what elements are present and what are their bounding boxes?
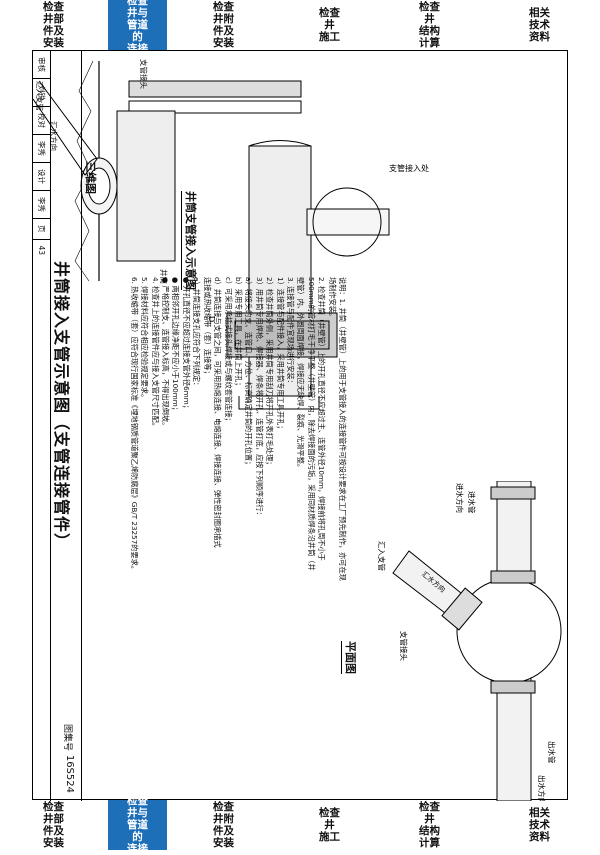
note-line: ● 两相邻开孔边缘净距不应小于100mm； [171, 277, 181, 414]
top-chapter-tabs: 检查井部件及安装 检查井与管道的连接 检查井附件及安装 检查井施工 检查井结构计… [0, 0, 600, 55]
note-line: ● 严格控制支、连管接入标高，不得出现倒坡。 [161, 277, 171, 430]
bottom-chapter-tabs: 检查井部件及安装 检查井与管道的连接 检查井附件及安装 检查井施工 检查井结构计… [0, 795, 600, 855]
review-label: 审核 [32, 51, 50, 79]
atlas-label: 图集号 [62, 723, 72, 751]
note-line: a）将接头的支、连管口、方位、标高确定井筒的开孔位置； [244, 277, 254, 469]
tab-well-structure-calc-bottom[interactable]: 检查井结构计算 [380, 800, 480, 850]
drawing-title: 井筒接入支管示意图（支管连接管件） [52, 261, 71, 551]
note-line: 1）连接管与配件接入，采用井筒专用工具开孔； [275, 277, 285, 433]
note-line: 3. 连接管与配件宜现场进行安装： [285, 277, 295, 387]
page-number: 43 [37, 245, 46, 256]
design-name: 李秀 [32, 191, 50, 219]
tab-related-tech[interactable]: 相关技术资料 [480, 0, 600, 50]
atlas-number: 16S524 [64, 754, 75, 793]
notes-block: 说明：1. 井筒（井壁管）上的用于支管接入的连接管件可按设计要求在工厂预先制作，… [128, 277, 347, 715]
note-line: 连接或热收缩带（套）连接等； [202, 277, 212, 378]
plan-branch-inlet-label: 汇入支管 [377, 541, 387, 571]
note-line: d）井筒连接与支管之间，可采用热熔连接、电熔连接、焊接连接、弹性密封圈承插式 [213, 277, 223, 548]
tab-well-parts-bottom[interactable]: 检查井部件及安装 [0, 800, 108, 850]
plan-outlet-direction-label: 出水方向 [537, 775, 547, 801]
plan-drawing: 出水管 出水方向 进水管 进水方向 支管接头 汇入支管 汇水方向 [377, 481, 562, 801]
page-label: 页 [32, 219, 50, 240]
tab-well-structure-calc[interactable]: 检查井结构计算 [380, 0, 480, 50]
design-label: 设计 [32, 163, 50, 191]
svg-text:D: D [207, 316, 216, 322]
section-drawing: 支管接入处 D [74, 60, 429, 410]
note-line: 壁管）内、外圆周面焊接，焊接应无缺焊、裂痕、光滑平整。 [296, 277, 306, 472]
note-line: 3）用井筒专用焊枪、焊接器、焊条将开孔、连管打底，应按下列顺序进行： [254, 277, 264, 519]
tab-well-pipe-connection-bottom[interactable]: 检查井与管道的连接 [108, 795, 168, 855]
isometric-drawing [33, 80, 176, 262]
note-line: 5. 焊接材料应符合相应检验规定要求。 [140, 277, 150, 402]
tab-well-pipe-connection[interactable]: 检查井与管道的连接 [108, 0, 168, 55]
note-line: 6. 热收缩带（套）应符合现行国家标准《埋地钢质管道聚乙烯防腐层》GB/T 23… [129, 277, 139, 573]
tab-well-accessories[interactable]: 检查井附件及安装 [168, 0, 280, 50]
title-block: 井筒接入支管示意图（支管连接管件） 图集号 16S524 审核 刘锐 校对 李秀… [32, 51, 82, 801]
plan-connector-label: 支管接头 [399, 631, 409, 661]
plan-outlet-pipe-label: 出水管 [547, 741, 557, 764]
tab-well-parts[interactable]: 检查井部件及安装 [0, 0, 108, 50]
note-line: 说明：1. 井筒（井壁管）上的用于支管接入的连接管件可按设计要求在工厂预先制作，… [338, 277, 347, 581]
rotated-drawing: 支管接入处 D 井筒支管接入示意图 汇水方向 汇入支管 支管接头 井筒 三维图 [32, 51, 569, 801]
review-name: 刘锐 [32, 79, 50, 107]
plan-inlet-pipe-label: 进水管 [467, 491, 477, 514]
tab-well-construction-bottom[interactable]: 检查井施工 [280, 800, 380, 850]
note-line: 2. 检查井筒（井壁管）上的开孔直径不应超过主、连管外径10mm，焊接前将孔周不… [317, 277, 327, 561]
iso-connector-label: 支管接头 [139, 59, 148, 89]
note-line: e）井筒连接支孔应符合下列规定： [192, 277, 202, 390]
signature-row: 审核 刘锐 校对 李秀 设计 李秀 页 43 [32, 51, 51, 801]
note-line: 2）检查井筒外侧，采用井筒专用刮刀将开孔外表打毛处理； [265, 277, 275, 469]
tab-well-accessories-bottom[interactable]: 检查井附件及安装 [168, 800, 280, 850]
note-line: 4. 检查井上的连接管件应与接入支管尺寸匹配。 [150, 277, 160, 430]
note-line: ● 开孔直径不应超过连接支管外径6mm； [181, 277, 191, 412]
note-line: b）采用专用工具，在井筒上开孔； [233, 277, 243, 390]
note-line: c）可采用承插式接头焊接或与螺纹套管连接； [223, 277, 233, 425]
plan-inlet-direction-label: 进水方向 [455, 483, 465, 513]
tab-related-tech-bottom[interactable]: 相关技术资料 [480, 800, 600, 850]
note-line: 场制作安装。 [327, 277, 337, 321]
tab-well-construction[interactable]: 检查井施工 [280, 0, 380, 50]
note-line: 500mm的管材打毛干净平整（井壁管）内，除去焊接面的污垢，采用同材质焊条沿井筒… [306, 277, 316, 571]
drawing-sheet: 支管接入处 D 井筒支管接入示意图 汇水方向 汇入支管 支管接头 井筒 三维图 [32, 50, 569, 801]
check-name: 李秀 [32, 135, 50, 163]
connect-point-label: 支管接入处 [389, 163, 429, 173]
check-label: 校对 [32, 107, 50, 135]
iso-title: 三维图 [81, 161, 99, 194]
